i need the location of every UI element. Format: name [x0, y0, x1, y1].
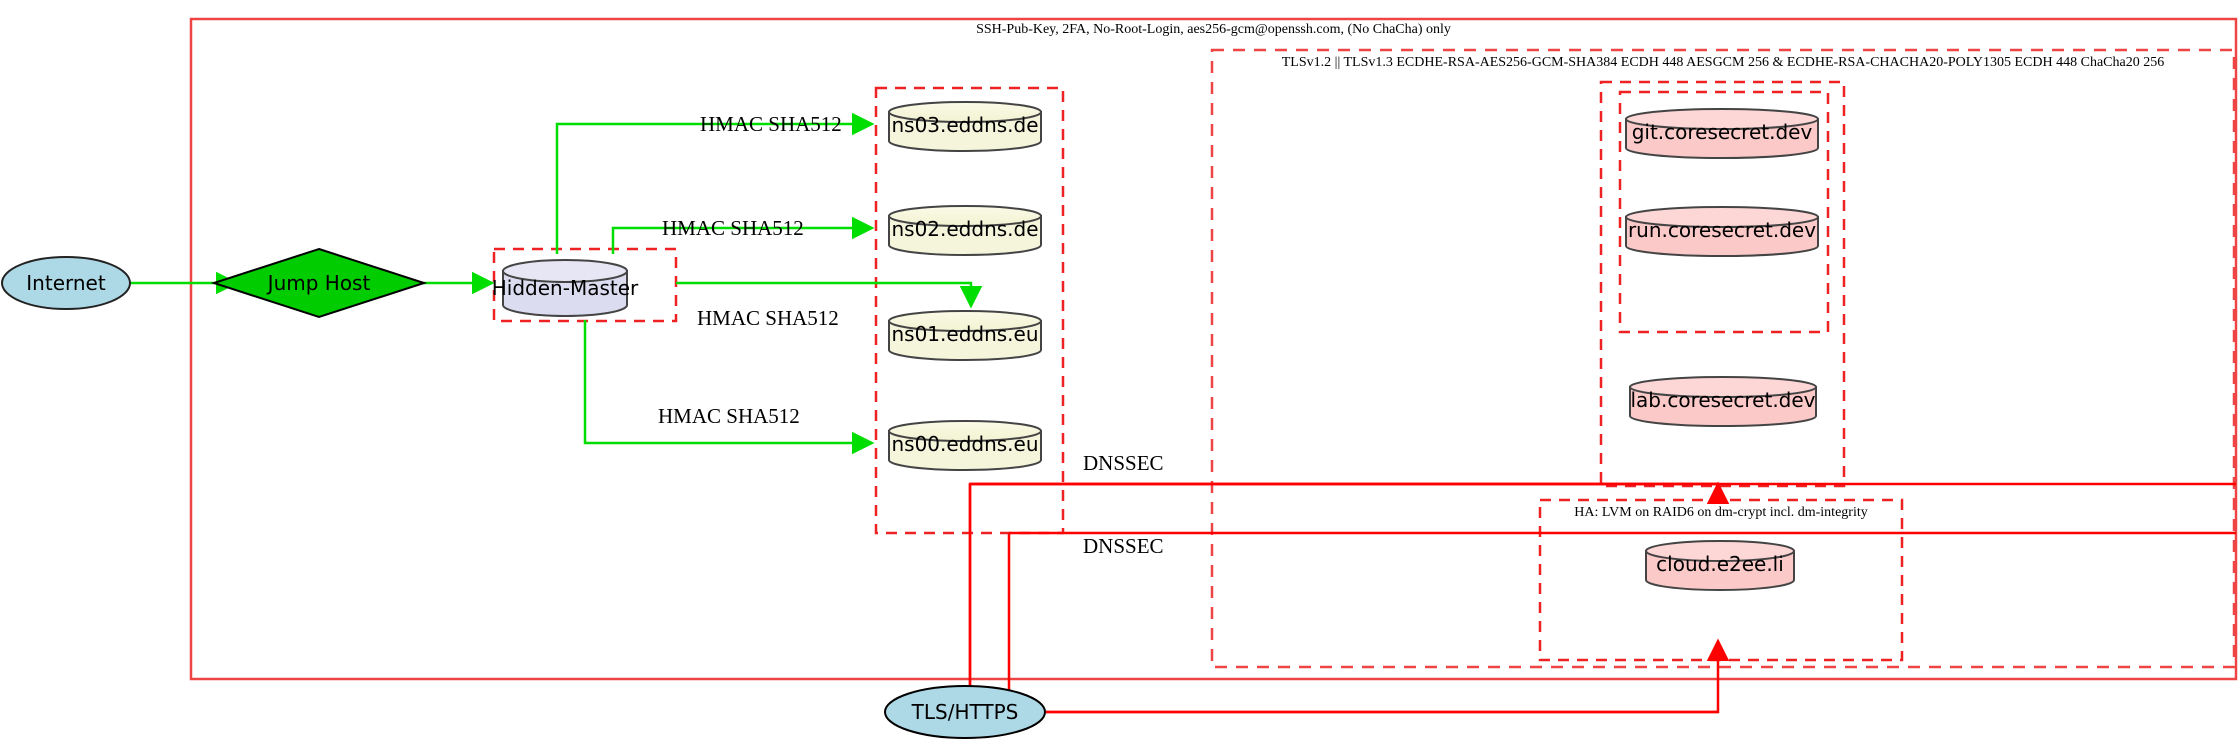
edge-master-ns02 — [611, 216, 875, 254]
ha-boundary-label: HA: LVM on RAID6 on dm-crypt incl. dm-in… — [1574, 505, 1868, 520]
node-lab-shape[interactable] — [1629, 376, 1817, 427]
node-ns02-shape[interactable] — [888, 205, 1042, 256]
node-internet-shape[interactable] — [1, 256, 131, 310]
edge-tls-lower-dnssec — [1009, 641, 1720, 714]
edge-label-hmac-ns01: HMAC SHA512 — [697, 305, 839, 330]
node-cloud-shape[interactable] — [1645, 540, 1795, 591]
edge-label-hmac-ns00: HMAC SHA512 — [658, 403, 800, 428]
node-ns03-shape[interactable] — [888, 101, 1042, 152]
coresecret-inner-boundary-rect — [1618, 90, 1830, 334]
tls-boundary-label: TLSv1.2 || TLSv1.3 ECDHE-RSA-AES256-GCM-… — [1281, 55, 2165, 70]
node-jumphost-shape[interactable] — [210, 247, 428, 319]
edge-label-dnssec-upper: DNSSEC — [1083, 450, 1164, 475]
edge-master-ns03 — [555, 112, 875, 254]
node-git-shape[interactable] — [1625, 108, 1819, 159]
edge-master-ns00 — [583, 320, 875, 455]
node-hidden-master-shape[interactable] — [502, 259, 628, 317]
tls-boundary-rect — [1210, 48, 2236, 669]
edge-label-hmac-ns02: HMAC SHA512 — [662, 215, 804, 240]
node-ns00-shape[interactable] — [888, 420, 1042, 471]
node-tls-https-shape[interactable] — [884, 685, 1046, 739]
node-ns01-shape[interactable] — [888, 310, 1042, 361]
ssh-boundary-label: SSH-Pub-Key, 2FA, No-Root-Login, aes256-… — [976, 22, 1451, 37]
ssh-boundary-rect — [189, 17, 2238, 681]
edge-master-ns01 — [676, 281, 983, 309]
edge-label-hmac-ns03: HMAC SHA512 — [700, 111, 842, 136]
node-run-shape[interactable] — [1625, 206, 1819, 257]
edge-label-dnssec-lower: DNSSEC — [1083, 533, 1164, 558]
